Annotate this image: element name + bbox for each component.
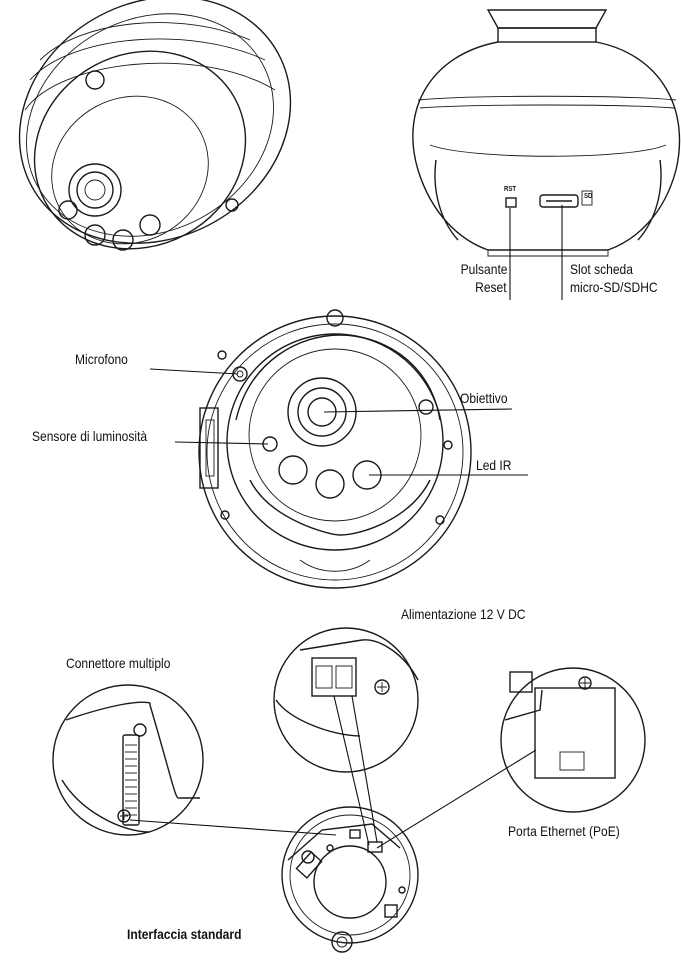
- label-lens: Obiettivo: [460, 390, 508, 406]
- label-microphone: Microfono: [75, 351, 128, 367]
- power-leader-line-b: [351, 695, 378, 843]
- label-reset-button-line2: Reset: [475, 279, 507, 295]
- multi-connector-leader-line: [129, 819, 337, 836]
- multi-connector-detail: [52, 684, 204, 836]
- label-sd-slot-line1: Slot scheda: [570, 261, 633, 277]
- dome-camera-perspective: [18, 0, 292, 251]
- ethernet-leader-line: [376, 749, 537, 849]
- label-sd-slot-line2: micro-SD/SDHC: [570, 279, 658, 295]
- microphone-leader-line: [149, 368, 239, 375]
- label-power-supply: Alimentazione 12 V DC: [401, 606, 526, 622]
- power-leader-line-a: [333, 695, 370, 846]
- label-standard-interface: Interfaccia standard: [127, 926, 242, 942]
- ethernet-port-detail: [500, 667, 646, 813]
- light-sensor-leader-line: [174, 441, 269, 445]
- label-multi-connector: Connettore multiplo: [66, 655, 171, 671]
- label-reset-button-line1: Pulsante: [460, 261, 507, 277]
- rst-marking: RST: [504, 186, 517, 193]
- label-light-sensor: Sensore di luminosità: [32, 428, 148, 444]
- label-ethernet-port: Porta Ethernet (PoE): [508, 823, 620, 839]
- power-supply-detail: [273, 627, 419, 773]
- base-plate: [281, 806, 419, 953]
- lens-leader-line: [323, 408, 513, 413]
- label-ir-led: Led IR: [476, 457, 512, 473]
- dome-camera-side: [412, 9, 681, 257]
- sd-marking: SD: [584, 193, 593, 200]
- dome-camera-front: [198, 309, 472, 589]
